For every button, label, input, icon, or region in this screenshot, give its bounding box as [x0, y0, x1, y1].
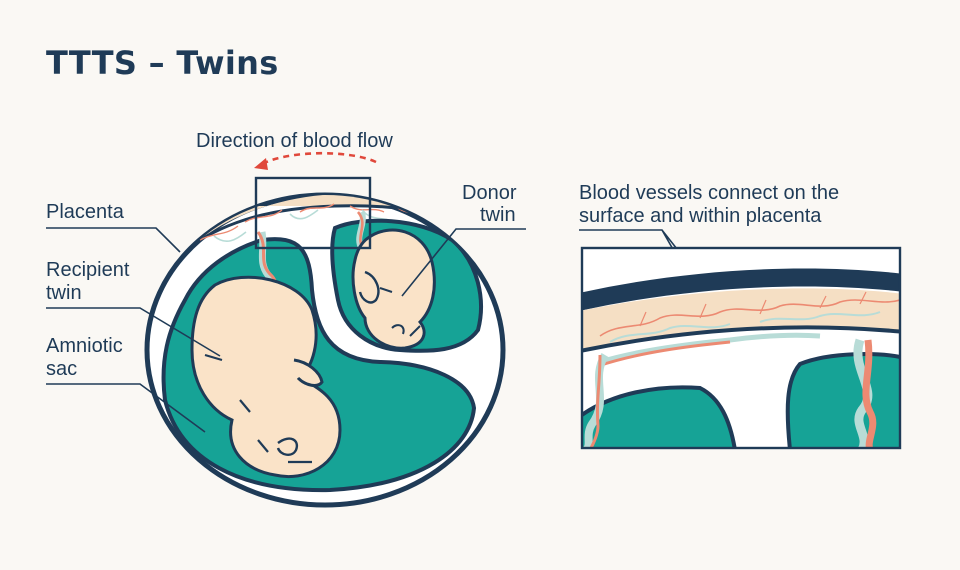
amniotic-label-line2: sac	[46, 358, 77, 380]
recipient-label-line1: Recipient	[46, 259, 130, 281]
donor-label-line2: twin	[480, 204, 516, 226]
uterus	[144, 192, 506, 508]
amniotic-label-line1: Amniotic	[46, 335, 123, 357]
page-title: TTTS – Twins	[46, 44, 279, 82]
recipient-twin-fetus	[190, 275, 342, 478]
zoom-region-box	[254, 176, 372, 250]
direction-label: Direction of blood flow	[196, 130, 393, 152]
vessels-label-line2: surface and within placenta	[579, 205, 822, 227]
placenta-detail-inset	[580, 246, 902, 450]
donor-label-line1: Donor	[462, 182, 517, 204]
donor-leader	[401, 228, 526, 297]
vessels-label-line1: Blood vessels connect on the	[579, 182, 839, 204]
blood-flow-arrow	[254, 151, 377, 170]
recipient-label-line2: twin	[46, 282, 82, 304]
placenta-label: Placenta	[46, 201, 125, 223]
placenta-leader	[46, 227, 181, 253]
amniotic-leader	[46, 383, 206, 433]
donor-twin-fetus	[351, 228, 436, 350]
recipient-leader	[46, 307, 221, 357]
